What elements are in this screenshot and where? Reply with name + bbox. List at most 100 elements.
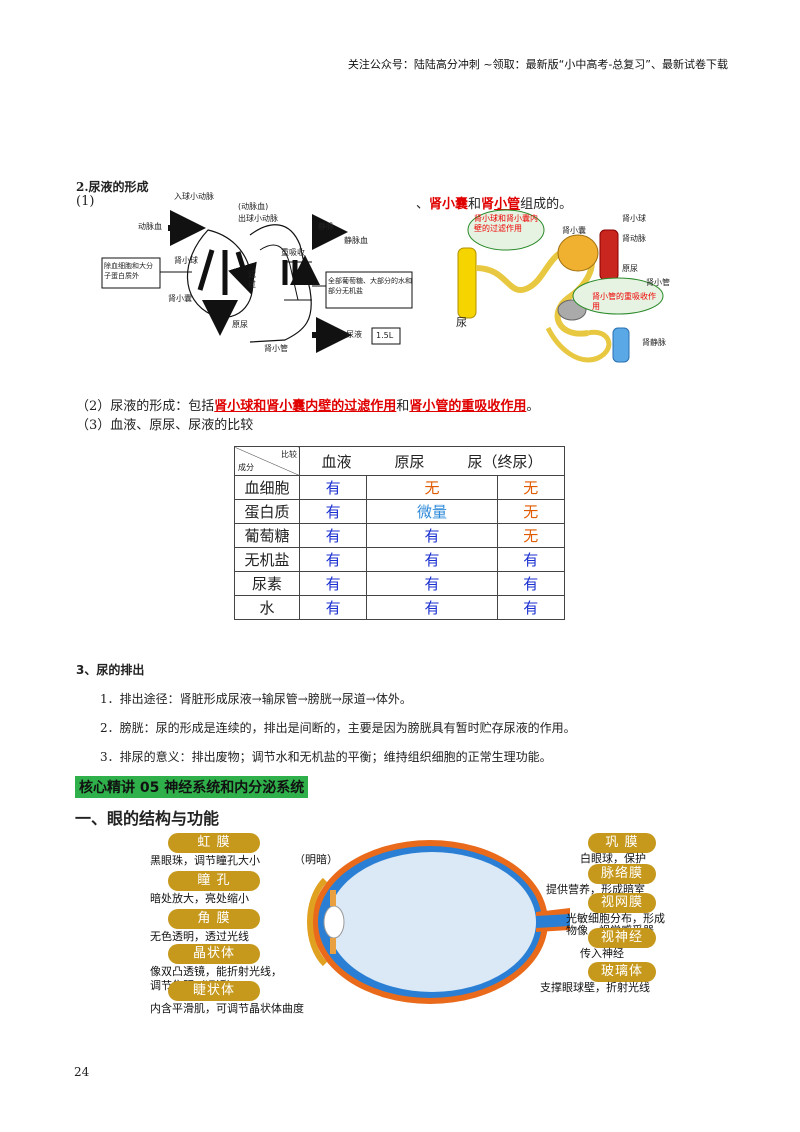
eye-part-desc: 提供营养，形成暗室 [546, 883, 645, 896]
page-number: 24 [74, 1065, 90, 1079]
label-arteriole: (动脉血) [238, 202, 269, 211]
urine-formation-flow-diagram [101, 210, 413, 353]
table-body: 血细胞有无无蛋白质有微量无葡萄糖有有无无机盐有有有尿素有有有水有有有 [234, 475, 566, 620]
line1-and: 和 [468, 197, 482, 212]
label-glomerulus: 肾小球 [174, 256, 198, 265]
line1-prefix: (1) [76, 194, 95, 209]
eye-part-pill: 玻璃体 [588, 962, 656, 982]
vitreous-body [328, 852, 536, 992]
header-primary-urine: 原尿 [394, 452, 425, 471]
label2-artery: 肾动脉 [622, 234, 646, 243]
filter-bubble [467, 209, 545, 251]
table-row: 蛋白质有微量无 [234, 499, 566, 524]
term-tubule: 小管 [494, 197, 521, 212]
eye-part-pill: 角 膜 [168, 909, 260, 929]
eye-part-pill: 睫状体 [168, 981, 260, 1001]
reabsorb-bubble [572, 277, 664, 315]
table-row: 葡萄糖有有无 [234, 523, 566, 548]
label2-bowman: 肾小囊 [562, 226, 586, 235]
eye-part-desc: 无色透明，透过光线 [150, 930, 249, 943]
para2-term2: 肾小管的重吸收作用 [409, 399, 527, 414]
para2-term1: 肾小球和肾小囊内壁的过滤作用 [214, 399, 397, 414]
term-bowman: 肾小囊 [429, 197, 469, 212]
header-blood: 血液 [321, 452, 352, 471]
label2-tubule: 肾小管 [646, 278, 670, 287]
core-banner: 核心精讲 05 神经系统和内分泌系统 [75, 776, 309, 798]
table-cell: 有 [298, 523, 368, 548]
bubble-reabsorb-text: 肾小管的重吸收作用 [592, 292, 656, 311]
table-cell: 无 [366, 475, 498, 500]
iris-bottom [330, 938, 336, 954]
row-label: 尿素 [234, 571, 300, 596]
eye-part-desc: 支撑眼球壁，折射光线 [540, 981, 650, 994]
corner-top: 比较 [281, 450, 297, 459]
para-compare: （3）血液、原尿、尿液的比较 [76, 418, 254, 433]
label-in-artery: 入球小动脉 [174, 192, 214, 201]
nephron-illustration [457, 209, 664, 363]
table-cell: 有 [298, 571, 368, 596]
table-cell: 有 [366, 595, 498, 620]
table-cell: 微量 [366, 499, 498, 524]
list-item: 3．排尿的意义：排出废物；调节水和无机盐的平衡；维持组织细胞的正常生理功能。 [100, 750, 552, 764]
label-volume: 1.5L [376, 331, 394, 340]
label-bowman: 肾小囊 [168, 294, 192, 303]
eye-part-desc: 传入神经 [580, 947, 624, 960]
label2-primary-urine: 原尿 [622, 264, 638, 273]
table-cell: 有 [298, 595, 368, 620]
table-cell: 有 [496, 595, 566, 620]
lens [323, 905, 345, 939]
label2-glomerulus: 肾小球 [622, 214, 646, 223]
eye-part-pill: 脉络膜 [588, 864, 656, 884]
label-vein: 静脉 [318, 222, 334, 231]
para-formation: （2）尿液的形成：包括肾小球和肾小囊内壁的过滤作用和肾小管的重吸收作用。 [76, 395, 539, 414]
eye-part-pill: 虹 膜 [168, 833, 260, 853]
section-title: 2.尿液的形成 [76, 180, 149, 194]
box-left-text: 除血细胞和大分子蛋白质外 [104, 262, 153, 280]
label-urine: 尿液 [346, 330, 362, 339]
row-label: 水 [234, 595, 300, 620]
reabsorb-arrows [285, 260, 305, 285]
eye-diagram [307, 840, 570, 1004]
comparison-table: 比较 成分 血液 原尿 尿（终尿） 血细胞有无无蛋白质有微量无葡萄糖有有无无机盐… [234, 446, 566, 620]
para2-prefix: （2）尿液的形成：包括 [76, 399, 215, 414]
label2-urine: 尿 [456, 316, 467, 329]
table-cell: 有 [298, 475, 368, 500]
row-label: 葡萄糖 [234, 523, 300, 548]
table-header-row: 比较 成分 血液 原尿 尿（终尿） [234, 446, 565, 476]
table-cell: 有 [366, 571, 498, 596]
glomerulus-shape [557, 234, 599, 272]
iris-top [330, 890, 336, 906]
page-header: 关注公众号：陆陆高分冲刺 ~领取：最新版“小中高考-总复习”、最新试卷下载 [347, 58, 728, 71]
tubule-outline [249, 224, 312, 343]
eye-part-pill: 巩 膜 [588, 833, 656, 853]
line1-suffix: 组成的。 [520, 197, 573, 212]
list-item: 1．排出途径：肾脏形成尿液→输尿管→膀胱→尿道→体外。 [100, 692, 412, 706]
table-cell: 无 [496, 499, 566, 524]
table-cell: 有 [298, 547, 368, 572]
eye-part-pill: 瞳 孔 [168, 871, 260, 891]
table-headers: 血液 原尿 尿（终尿） [299, 446, 565, 476]
table-row: 水有有有 [234, 595, 566, 620]
eye-part-desc: 内含平滑肌，可调节晶状体曲度 [150, 1002, 304, 1015]
eye-part-pill: 晶状体 [168, 944, 260, 964]
para2-and: 和 [396, 399, 410, 414]
label-artery-blood: 动脉血 [138, 222, 162, 231]
label-out-artery: 出球小动脉 [238, 214, 278, 223]
line1-text: 、肾小囊和肾小管组成的。 [416, 193, 572, 212]
eye-part-desc: 白眼球，保护 [580, 852, 646, 865]
table-cell: 无 [496, 475, 566, 500]
eye-part-desc-extra: （明暗） [294, 853, 338, 866]
label-vein-blood: 静脉血 [344, 236, 368, 245]
label-reabsorb: 重吸收 [281, 248, 305, 257]
box-left [101, 257, 161, 289]
renal-artery [599, 229, 619, 281]
row-label: 蛋白质 [234, 499, 300, 524]
table-cell: 有 [298, 499, 368, 524]
heading-eye: 一、眼的结构与功能 [75, 809, 220, 828]
table-row: 血细胞有无无 [234, 475, 566, 500]
table-cell: 无 [496, 523, 566, 548]
bubble-filter-text: 肾小球和肾小囊内壁的过滤作用 [474, 214, 538, 233]
table-cell: 有 [366, 523, 498, 548]
box-volume [371, 327, 401, 345]
header-final-urine: 尿（终尿） [467, 452, 543, 471]
